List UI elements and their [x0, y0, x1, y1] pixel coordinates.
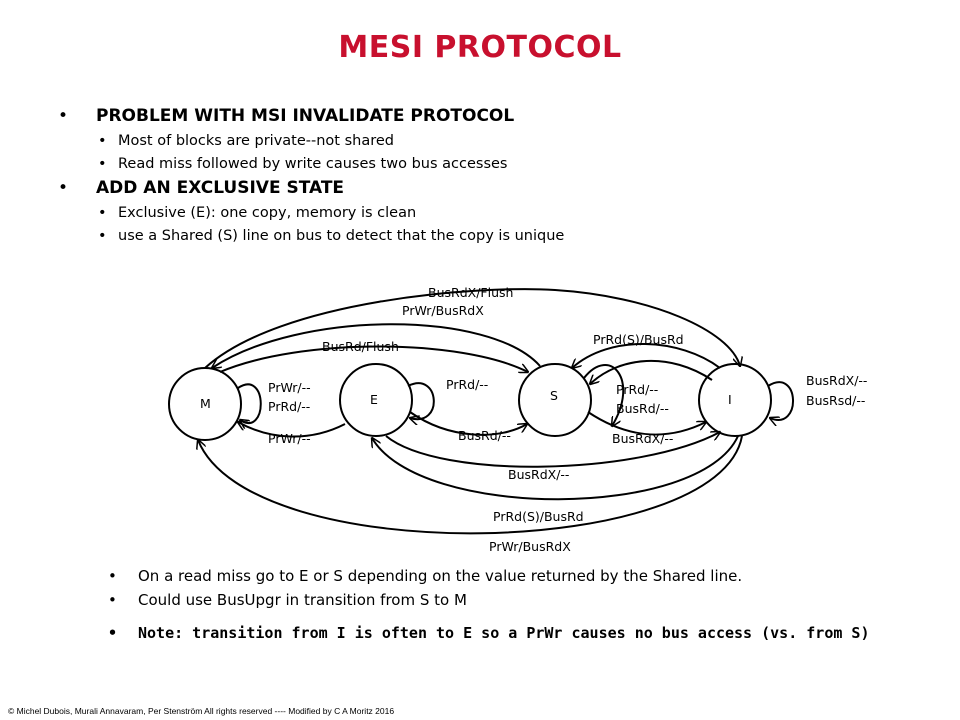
edge-label: PrWr/BusRdX [489, 539, 571, 554]
edge-m-to-s-busrd-flush [219, 345, 528, 373]
edge-i-to-s-prrd [572, 343, 721, 368]
state-s-label: S [550, 388, 558, 403]
edge-label: PrWr/-- [268, 431, 311, 446]
bullet-heading-problem: PROBLEM WITH MSI INVALIDATE PROTOCOL [58, 104, 928, 128]
edge-label: BusRd/-- [458, 428, 511, 443]
edge-e-to-m-prwr [238, 422, 346, 438]
state-s-circle [518, 363, 592, 437]
edge-i-to-m-prwr [198, 435, 743, 535]
edge-label: BusRd/Flush [322, 339, 399, 354]
edge-label: PrWr/BusRdX [402, 303, 484, 318]
edge-label: PrRd(S)/BusRd [593, 332, 684, 347]
edge-label: PrWr/-- [268, 380, 311, 395]
slide-title: MESI PROTOCOL [338, 30, 622, 65]
edge-i-to-s-lower [590, 360, 713, 384]
sub-bullet: Most of blocks are private--not shared [58, 130, 928, 153]
bullet-list: PROBLEM WITH MSI INVALIDATE PROTOCOL Mos… [58, 104, 928, 248]
edge-label: PrRd(S)/BusRd [493, 509, 584, 524]
edge-e-to-s-busrd [409, 411, 527, 436]
state-i-circle [698, 363, 772, 437]
edge-label: PrRd/-- [616, 382, 658, 397]
edge-label: BusRdX/-- [508, 467, 569, 482]
bullet-heading-exclusive: ADD AN EXCLUSIVE STATE [58, 176, 928, 200]
edge-i-self-loop [767, 381, 794, 420]
edge-s-self-loop [583, 364, 625, 426]
edge-label: PrRd/-- [268, 399, 310, 414]
sub-bullet: Exclusive (E): one copy, memory is clean [58, 202, 928, 225]
notes-list: On a read miss go to E or S depending on… [100, 564, 920, 642]
note-item: On a read miss go to E or S depending on… [100, 564, 920, 588]
state-m-label: M [200, 396, 211, 411]
edge-label: BusRd/-- [616, 401, 669, 416]
state-e-label: E [370, 392, 378, 407]
mesi-state-diagram: M E S I BusRdX/Flush PrWr/BusRdX BusRd/F… [168, 285, 867, 554]
edge-s-to-m-prwr [212, 323, 541, 368]
edge-label: BusRdX/Flush [428, 285, 513, 300]
edge-i-to-e-prrd [372, 435, 739, 501]
edge-label: BusRdX/-- [806, 373, 867, 388]
sub-bullet: Read miss followed by write causes two b… [58, 153, 928, 176]
sub-bullet: use a Shared (S) line on bus to detect t… [58, 225, 928, 248]
edge-e-to-i-busrdx [385, 432, 720, 468]
state-i-label: I [728, 392, 732, 407]
edge-label: BusRsd/-- [806, 393, 865, 408]
bold-note: Note: transition from I is often to E so… [100, 624, 920, 642]
edge-s-to-i-busrdx [587, 411, 706, 436]
note-item: Could use BusUpgr in transition from S t… [100, 588, 920, 612]
copyright-footer: © Michel Dubois, Murali Annavaram, Per S… [8, 706, 395, 716]
edge-label: PrRd/-- [446, 377, 488, 392]
edge-m-to-i-busrdx-flush [204, 288, 740, 369]
edge-label: BusRdX/-- [612, 431, 673, 446]
